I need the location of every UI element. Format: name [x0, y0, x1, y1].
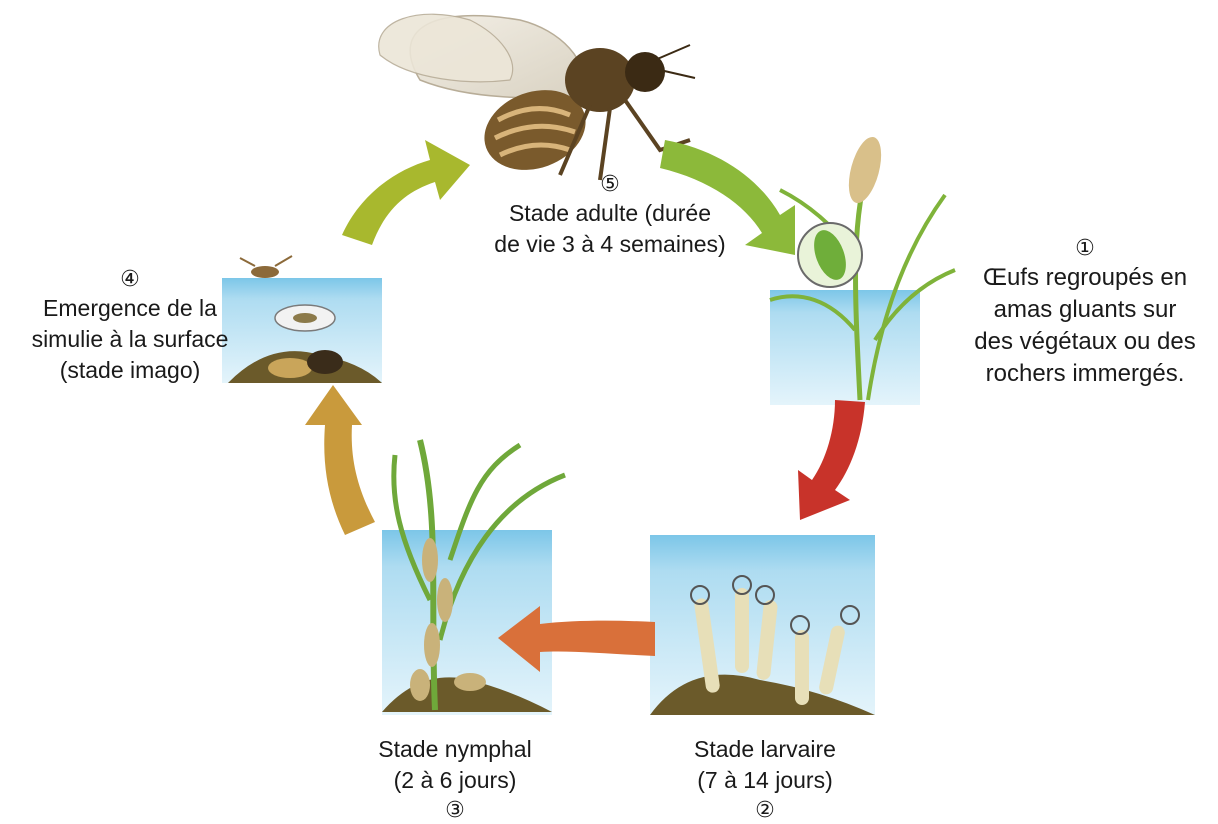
stage-label-larva-line-2: (7 à 14 jours): [640, 765, 890, 796]
arrow-eggs-to-larva: [798, 400, 865, 520]
adult-fly-illustration: [379, 14, 695, 183]
eggs-scene-illustration: [770, 134, 955, 405]
stage-label-emergence-line-2: simulie à la surface: [0, 324, 260, 355]
stage-number-2: ②: [640, 796, 890, 824]
stage-label-eggs-line-1: Œufs regroupés en: [940, 262, 1218, 294]
larva-scene-illustration: [650, 535, 875, 715]
stage-label-larva-line-1: Stade larvaire: [640, 734, 890, 765]
stage-label-emergence: ④ Emergence de la simulie à la surface (…: [0, 265, 260, 386]
nymph-scene-illustration: [382, 440, 565, 715]
arrow-nymph-to-emergence: [305, 385, 375, 535]
stage-label-nymph: Stade nymphal (2 à 6 jours) ③: [330, 734, 580, 824]
stage-number-3: ③: [330, 796, 580, 824]
stage-label-emergence-line-1: Emergence de la: [0, 293, 260, 324]
stage-label-eggs-line-4: rochers immergés.: [940, 358, 1218, 390]
stage-number-5: ⑤: [440, 170, 780, 198]
stage-number-1: ①: [940, 234, 1218, 262]
stage-label-nymph-line-1: Stade nymphal: [330, 734, 580, 765]
stage-label-nymph-line-2: (2 à 6 jours): [330, 765, 580, 796]
stage-label-adult-line-2: de vie 3 à 4 semaines): [440, 229, 780, 260]
stage-label-eggs-line-3: des végétaux ou des: [940, 326, 1218, 358]
stage-label-emergence-line-3: (stade imago): [0, 355, 260, 386]
stage-label-adult: ⑤ Stade adulte (durée de vie 3 à 4 semai…: [440, 170, 780, 260]
stage-number-4: ④: [0, 265, 260, 293]
stage-label-adult-line-1: Stade adulte (durée: [440, 198, 780, 229]
stage-label-eggs: ① Œufs regroupés en amas gluants sur des…: [940, 234, 1218, 390]
stage-label-eggs-line-2: amas gluants sur: [940, 294, 1218, 326]
stage-label-larva: Stade larvaire (7 à 14 jours) ②: [640, 734, 890, 824]
